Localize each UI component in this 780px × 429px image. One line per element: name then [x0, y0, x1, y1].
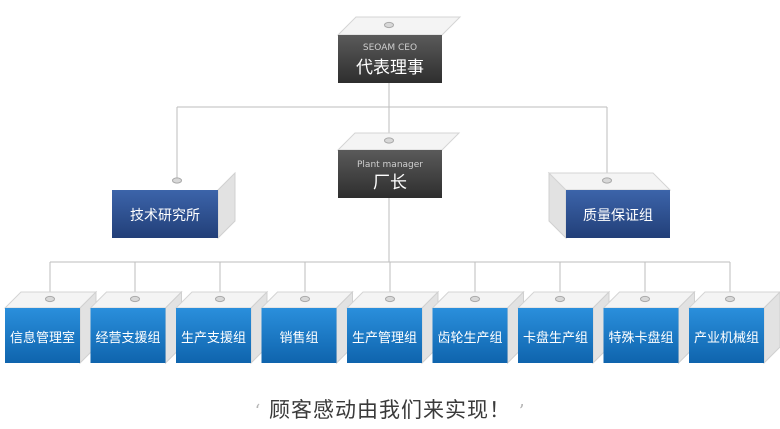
node-quality-assurance: 质量保证组 [547, 171, 672, 240]
node-dept-2: 经营支援组 [89, 290, 183, 365]
connector-dot [172, 177, 182, 184]
node-ceo: SEOAM CEO 代表理事 [336, 16, 462, 83]
slogan-open-quote: ‘ [254, 401, 262, 422]
node-dept-1: 信息管理室 [3, 290, 98, 365]
connector-dot [725, 295, 735, 303]
box-front-face [261, 308, 337, 363]
box-title: 齿轮生产组 [437, 331, 502, 346]
node-dept-9: 产业机械组 [687, 291, 780, 365]
box-front-face [518, 308, 593, 363]
box-front-face [338, 35, 442, 83]
box-side-face [217, 171, 236, 240]
box-title: 厂长 [373, 173, 407, 193]
connector-dot [470, 295, 480, 303]
connector-dot [384, 137, 394, 144]
connector-dot [215, 295, 225, 303]
box-title: 卡盘生产组 [523, 330, 588, 346]
box-front-face [112, 190, 218, 238]
connector-dot [602, 177, 612, 184]
box-title: 特殊卡盘组 [608, 330, 673, 346]
box-front-face [689, 308, 764, 363]
box-top-face [336, 132, 461, 151]
box-title: 信息管理室 [10, 330, 75, 346]
connector-dot [385, 295, 395, 303]
connector-dot [130, 295, 140, 303]
node-tech-institute: 技术研究所 [112, 171, 236, 240]
node-dept-4: 销售组 [260, 290, 354, 365]
connector-dot [300, 295, 310, 303]
box-front-face [5, 308, 80, 363]
box-title: 质量保证组 [583, 208, 653, 224]
connector-dot [555, 295, 565, 303]
node-dept-3: 生产支援组 [174, 290, 269, 365]
box-title: 销售组 [279, 330, 318, 346]
connector-dot [640, 295, 650, 303]
box-title: 产业机械组 [694, 331, 759, 346]
box-title: 技术研究所 [130, 208, 200, 224]
node-dept-7: 卡盘生产组 [516, 290, 611, 365]
box-subtitle: SEOAM CEO [363, 43, 417, 53]
box-title: 生产支援组 [181, 331, 246, 346]
box-front-face [432, 308, 508, 363]
box-front-face [603, 308, 679, 363]
box-front-face [338, 150, 442, 198]
slogan-text: 顾客感动由我们来实现！ [269, 398, 511, 422]
connector-dot [384, 21, 394, 29]
box-subtitle: Plant manager [357, 160, 423, 170]
box-front-face [176, 308, 251, 363]
node-dept-8: 特殊卡盘组 [602, 290, 696, 365]
box-title: 生产管理组 [352, 331, 417, 346]
box-title: 经营支援组 [95, 331, 160, 346]
node-dept-6: 齿轮生产组 [431, 290, 525, 365]
box-front-face [566, 190, 670, 238]
slogan: ‘ 顾客感动由我们来实现！ ’ [0, 394, 780, 424]
department-drop-lines [49, 262, 731, 296]
box-top-face [336, 16, 462, 36]
box-front-face [90, 308, 166, 363]
slogan-close-quote: ’ [518, 401, 526, 422]
node-plant-manager: Plant manager 厂长 [336, 132, 461, 198]
box-front-face [347, 308, 422, 363]
node-dept-5: 生产管理组 [345, 290, 440, 365]
connector-dot [45, 295, 55, 303]
box-title: 代表理事 [356, 58, 424, 78]
